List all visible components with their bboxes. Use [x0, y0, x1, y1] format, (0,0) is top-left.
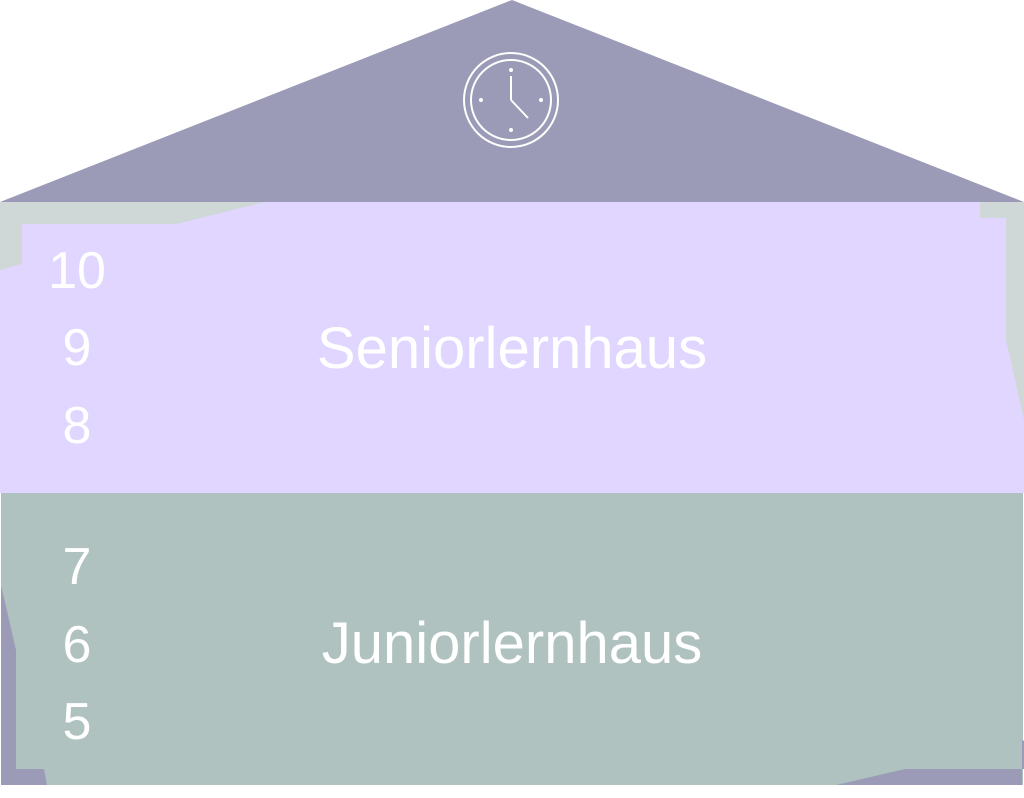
- junior-label: Juniorlernhaus: [321, 611, 703, 676]
- junior-right-accent: [836, 740, 1024, 785]
- grade-9: 9: [62, 319, 92, 377]
- grade-5: 5: [62, 693, 92, 751]
- clock-icon: [463, 52, 559, 148]
- grade-7: 7: [62, 538, 92, 596]
- senior-label: Seniorlernhaus: [316, 316, 708, 381]
- grade-10: 10: [48, 242, 106, 300]
- grade-6: 6: [62, 616, 92, 674]
- junior-left-accent: [1, 585, 47, 785]
- junior-floor: [1, 493, 1023, 785]
- senior-floor: [0, 202, 1024, 493]
- grade-8: 8: [62, 397, 92, 455]
